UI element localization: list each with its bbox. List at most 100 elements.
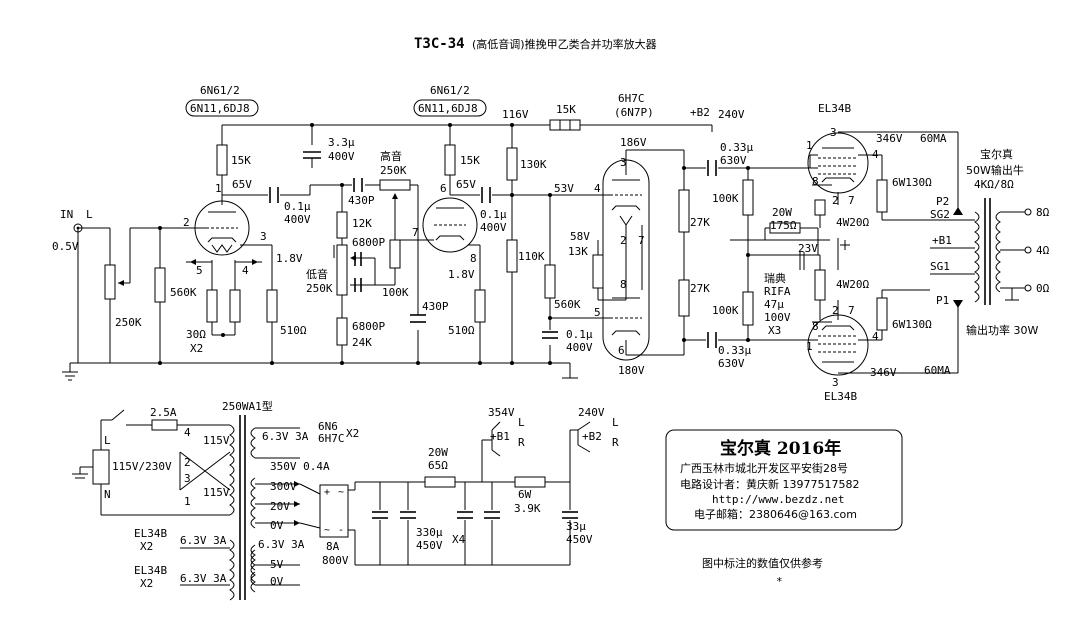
stage2-pin-cathode: 8 [470,252,477,265]
heater-1-tubes: 6N6 [318,420,338,433]
output-coupling-cap-bottom: 0.33μ [718,344,751,357]
b2-r: R [612,436,619,449]
driver-tube-alt: (6N7P) [614,106,654,119]
tone-cap-430p-top: 430P [348,194,375,207]
resistor-27k-bottom [678,279,690,317]
cap-6800p-b [354,278,362,292]
driver-grid-voltage: 53V [554,182,574,195]
ot-sg1: SG1 [930,260,950,273]
treble-label: 高音 [380,149,402,163]
treble-pot-value: 250K [380,164,407,177]
plate-voltage-top: 346V [876,132,903,145]
info-email: 电子邮箱：2380646@163.com [694,507,857,521]
driver-b2-voltage: 240V [718,108,745,121]
resistor-stage2-cathode [474,289,486,323]
driver-dropper-resistor: 130K [520,158,547,171]
stage2-cathode-voltage: 1.8V [448,268,475,281]
bypass-brand: 瑞典 [764,271,786,285]
aux-5v: 5V [270,558,284,571]
volume-pot [104,264,116,300]
ot-p1: P1 [936,294,949,307]
mains-l: L [104,434,111,447]
resistor-6w130-bottom [876,297,888,331]
tube-output-bottom [807,314,869,376]
stage1-plate-voltage: 65V [232,178,252,191]
info-box [665,429,903,531]
labels-tone: 高音 250K 430P 12K 6800P 低音 250K 100K 6800… [306,149,449,349]
out-bot-pin-2: 2 [832,304,839,317]
dropper-1-watt: 20W [428,446,448,459]
out-top-pin-2: 2 [832,194,839,207]
b1-label: +B1 [490,430,510,443]
info-heading: 宝尔真 2016年 [720,438,841,459]
driver-pin-7: 7 [638,234,645,247]
ot-sg2: SG2 [930,208,950,221]
resistor-27k-top [678,189,690,233]
tube-stage2 [420,197,478,253]
resistor-100k-top [742,179,754,216]
out-top-pin-3: 3 [830,126,837,139]
resistor-stage1-plate [216,144,228,176]
power-supply [72,409,591,601]
ot-tap-4: 4Ω [1036,244,1050,257]
cap-430p-top [353,178,363,192]
rectifier-current: 8A [326,540,340,553]
heater-1: 6.3V 3A [262,430,309,443]
plate-current-bottom: 60MA [924,364,951,377]
svg-text:-: - [338,525,344,536]
b2-voltage: 240V [578,406,605,419]
labels-driver: 116V 130K 110K 15K 53V 560K 0.1μ 400V 6H… [502,92,745,377]
heater-3: 6.3V 3A [180,572,227,585]
output-cathode-resistor-value: 175Ω [770,219,797,232]
plate-current-top: 60MA [920,132,947,145]
stage1-pin-heater-b: 4 [242,264,249,277]
svg-text:~: ~ [338,487,344,498]
driver-plate-load-top: 27K [690,216,710,229]
output-cathode-resistor-watt: 20W [772,206,792,219]
title-model: T3C-34 [414,36,465,52]
stage2-coupling-cap: 0.1μ [480,208,507,221]
stage1-cathode-resistor: 30Ω [186,328,206,341]
labels-stage1: 6N61/2 6N11,6DJ8 15K 65V 1 2 3 5 4 560K … [170,84,355,355]
heater-2-tube: EL34B [134,527,167,540]
screen-resistor-top: 4W20Ω [836,216,869,229]
stage1-cathode-multiplier: X2 [190,342,203,355]
dropper-1-value: 65Ω [428,459,448,472]
cap-0-33u-bottom [707,332,717,348]
dropper-2-watt: 6W [518,488,532,501]
info-designer: 电路设计者：黄庆新 13977517582 [680,477,859,491]
stage2-plate-voltage: 65V [456,178,476,191]
resistor-110k [506,239,518,273]
labels-power: 2.5A 115V/230V L N 115V 115V 4 2 3 1 250… [104,399,619,590]
driver-supply-voltage: 116V [502,108,529,121]
stage1-tube: 6N61/2 [200,84,240,97]
resistor-6w130-top [876,179,888,213]
svg-text:+: + [324,487,330,498]
heater-1-mult: X2 [346,427,359,440]
driver-bypass-cap: 0.1μ [566,328,593,341]
ot-rating: 50W输出牛 [966,163,1024,177]
driver-cathode-resistor: 13K [568,245,588,258]
driver-pin-5: 5 [594,306,601,319]
output-grid-resistor-bottom: 100K [712,304,739,317]
out-bot-pin-4: 4 [872,330,879,343]
resistor-13k [592,254,604,289]
output-tube-top: EL34B [818,102,851,115]
primary-bottom: 115V [203,486,230,499]
filter-caps-voltage: 450V [416,539,443,552]
decoupling-cap-voltage: 400V [328,150,355,163]
cap-0-1u-driver [542,331,558,339]
ot-tap-8: 8Ω [1036,206,1050,219]
driver-pin-4: 4 [594,182,601,195]
tube-output-top [807,132,869,194]
resistor-stage2-plate [444,144,456,176]
info-address: 广西玉林市城北开发区平安街28号 [680,461,848,475]
bypass-voltage: 100V [764,311,791,324]
mains-voltage: 115V/230V [112,460,172,473]
driver-pin-8: 8 [620,278,627,291]
b1-l: L [518,416,525,429]
final-cap: 33μ [566,520,586,533]
resistor-stage1-cathode-510 [266,289,278,323]
final-cap-voltage: 450V [566,533,593,546]
